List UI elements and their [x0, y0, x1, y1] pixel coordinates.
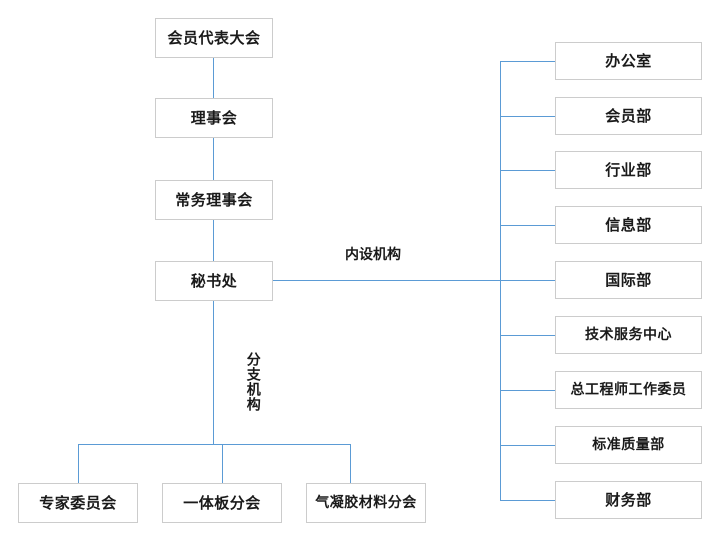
connector-trunk-to-tech-service: [500, 335, 555, 336]
connector-trunk-to-industry: [500, 170, 555, 171]
connector-trunk-to-international: [500, 280, 555, 281]
connector-trunk-to-membership: [500, 116, 555, 117]
node-office[interactable]: 办公室: [555, 42, 702, 80]
connector-bus-to-aerogel-material: [350, 444, 351, 483]
connector-secretariat-to-internal-trunk: [273, 280, 500, 281]
branch-organizations-bus: [78, 444, 351, 445]
connector-secretariat-to-branch-bus: [213, 301, 214, 444]
node-standing-council[interactable]: 常务理事会: [155, 180, 273, 220]
connector-council-to-standing: [213, 138, 214, 180]
connector-trunk-to-finance: [500, 500, 555, 501]
node-secretariat[interactable]: 秘书处: [155, 261, 273, 301]
node-finance-dept[interactable]: 财务部: [555, 481, 702, 519]
connector-trunk-to-chief-eng: [500, 390, 555, 391]
node-international-dept[interactable]: 国际部: [555, 261, 702, 299]
node-standard-quality-dept[interactable]: 标准质量部: [555, 426, 702, 464]
connector-trunk-to-information: [500, 225, 555, 226]
branch-organizations-label: 分支机构: [244, 352, 261, 412]
node-information-dept[interactable]: 信息部: [555, 206, 702, 244]
node-industry-dept[interactable]: 行业部: [555, 151, 702, 189]
node-aerogel-material-branch[interactable]: 气凝胶材料分会: [306, 483, 426, 523]
node-integrated-board-branch[interactable]: 一体板分会: [162, 483, 282, 523]
node-council[interactable]: 理事会: [155, 98, 273, 138]
connector-standing-to-secretariat: [213, 220, 214, 261]
node-expert-committee[interactable]: 专家委员会: [18, 483, 138, 523]
connector-bus-to-integrated-board: [222, 444, 223, 483]
connector-trunk-to-standard-qa: [500, 445, 555, 446]
node-assembly[interactable]: 会员代表大会: [155, 18, 273, 58]
node-chief-engineer-committee[interactable]: 总工程师工作委员: [555, 371, 702, 409]
internal-departments-label: 内设机构: [345, 247, 401, 263]
node-membership-dept[interactable]: 会员部: [555, 97, 702, 135]
connector-trunk-to-office: [500, 61, 555, 62]
node-tech-service-center[interactable]: 技术服务中心: [555, 316, 702, 354]
connector-assembly-to-council: [213, 58, 214, 98]
connector-bus-to-expert-committee: [78, 444, 79, 483]
